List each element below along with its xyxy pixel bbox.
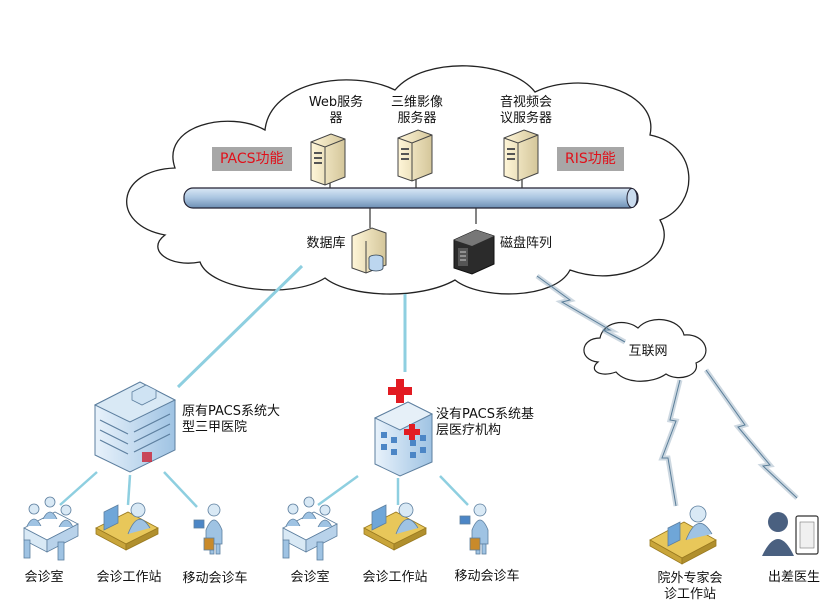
disk-array-label: 磁盘阵列	[500, 236, 553, 251]
pacs-function-tag: PACS功能	[212, 147, 292, 171]
av-conference-server-label: 音视频会 议服务器	[499, 95, 552, 126]
ris-function-tag: RIS功能	[557, 147, 624, 171]
expert-workstation-icon	[649, 505, 717, 565]
workstation-b-icon	[363, 502, 427, 551]
3d-image-server-label: 三维影像 服务器	[390, 95, 443, 126]
meeting-room-b-icon	[282, 496, 338, 561]
hospital-b-building-icon	[373, 401, 434, 477]
workstation-a-label: 会诊工作站	[96, 570, 162, 585]
traveling-doctor-label: 出差医生	[767, 570, 820, 585]
traveling-doctor-icon	[762, 512, 819, 556]
meeting-room-a-label: 会诊室	[24, 570, 64, 585]
red-cross-icon	[388, 379, 412, 403]
web-server-icon	[310, 133, 346, 186]
meeting-room-b-label: 会诊室	[290, 570, 330, 585]
mobile-cart-a-label: 移动会诊车	[182, 571, 248, 586]
link-cloud-hospital-a	[176, 264, 304, 389]
hospital-a-building-icon	[93, 381, 177, 473]
internet-cloud	[583, 318, 707, 382]
3d-image-server-icon	[397, 129, 433, 182]
mobile-cart-b-label: 移动会诊车	[454, 569, 520, 584]
disk-array-icon	[453, 229, 495, 275]
expert-workstation-label: 院外专家会 诊工作站	[657, 571, 723, 602]
web-server-label: Web服务 器	[308, 95, 364, 126]
wireless-links	[535, 273, 799, 507]
network-bus	[183, 187, 639, 209]
database-server-icon	[351, 227, 387, 274]
mobile-cart-a-icon	[193, 503, 223, 555]
workstation-b-label: 会诊工作站	[362, 570, 428, 585]
workstation-a-icon	[95, 502, 159, 551]
av-conference-server-icon	[503, 129, 539, 182]
hospital-a-label: 原有PACS系统大 型三甲医院	[182, 404, 281, 435]
hospital-b-label: 没有PACS系统基 层医疗机构	[436, 407, 535, 438]
internet-label: 互联网	[628, 344, 668, 359]
database-label: 数据库	[306, 236, 346, 251]
mobile-cart-b-icon	[459, 503, 489, 555]
meeting-room-a-icon	[23, 496, 79, 561]
